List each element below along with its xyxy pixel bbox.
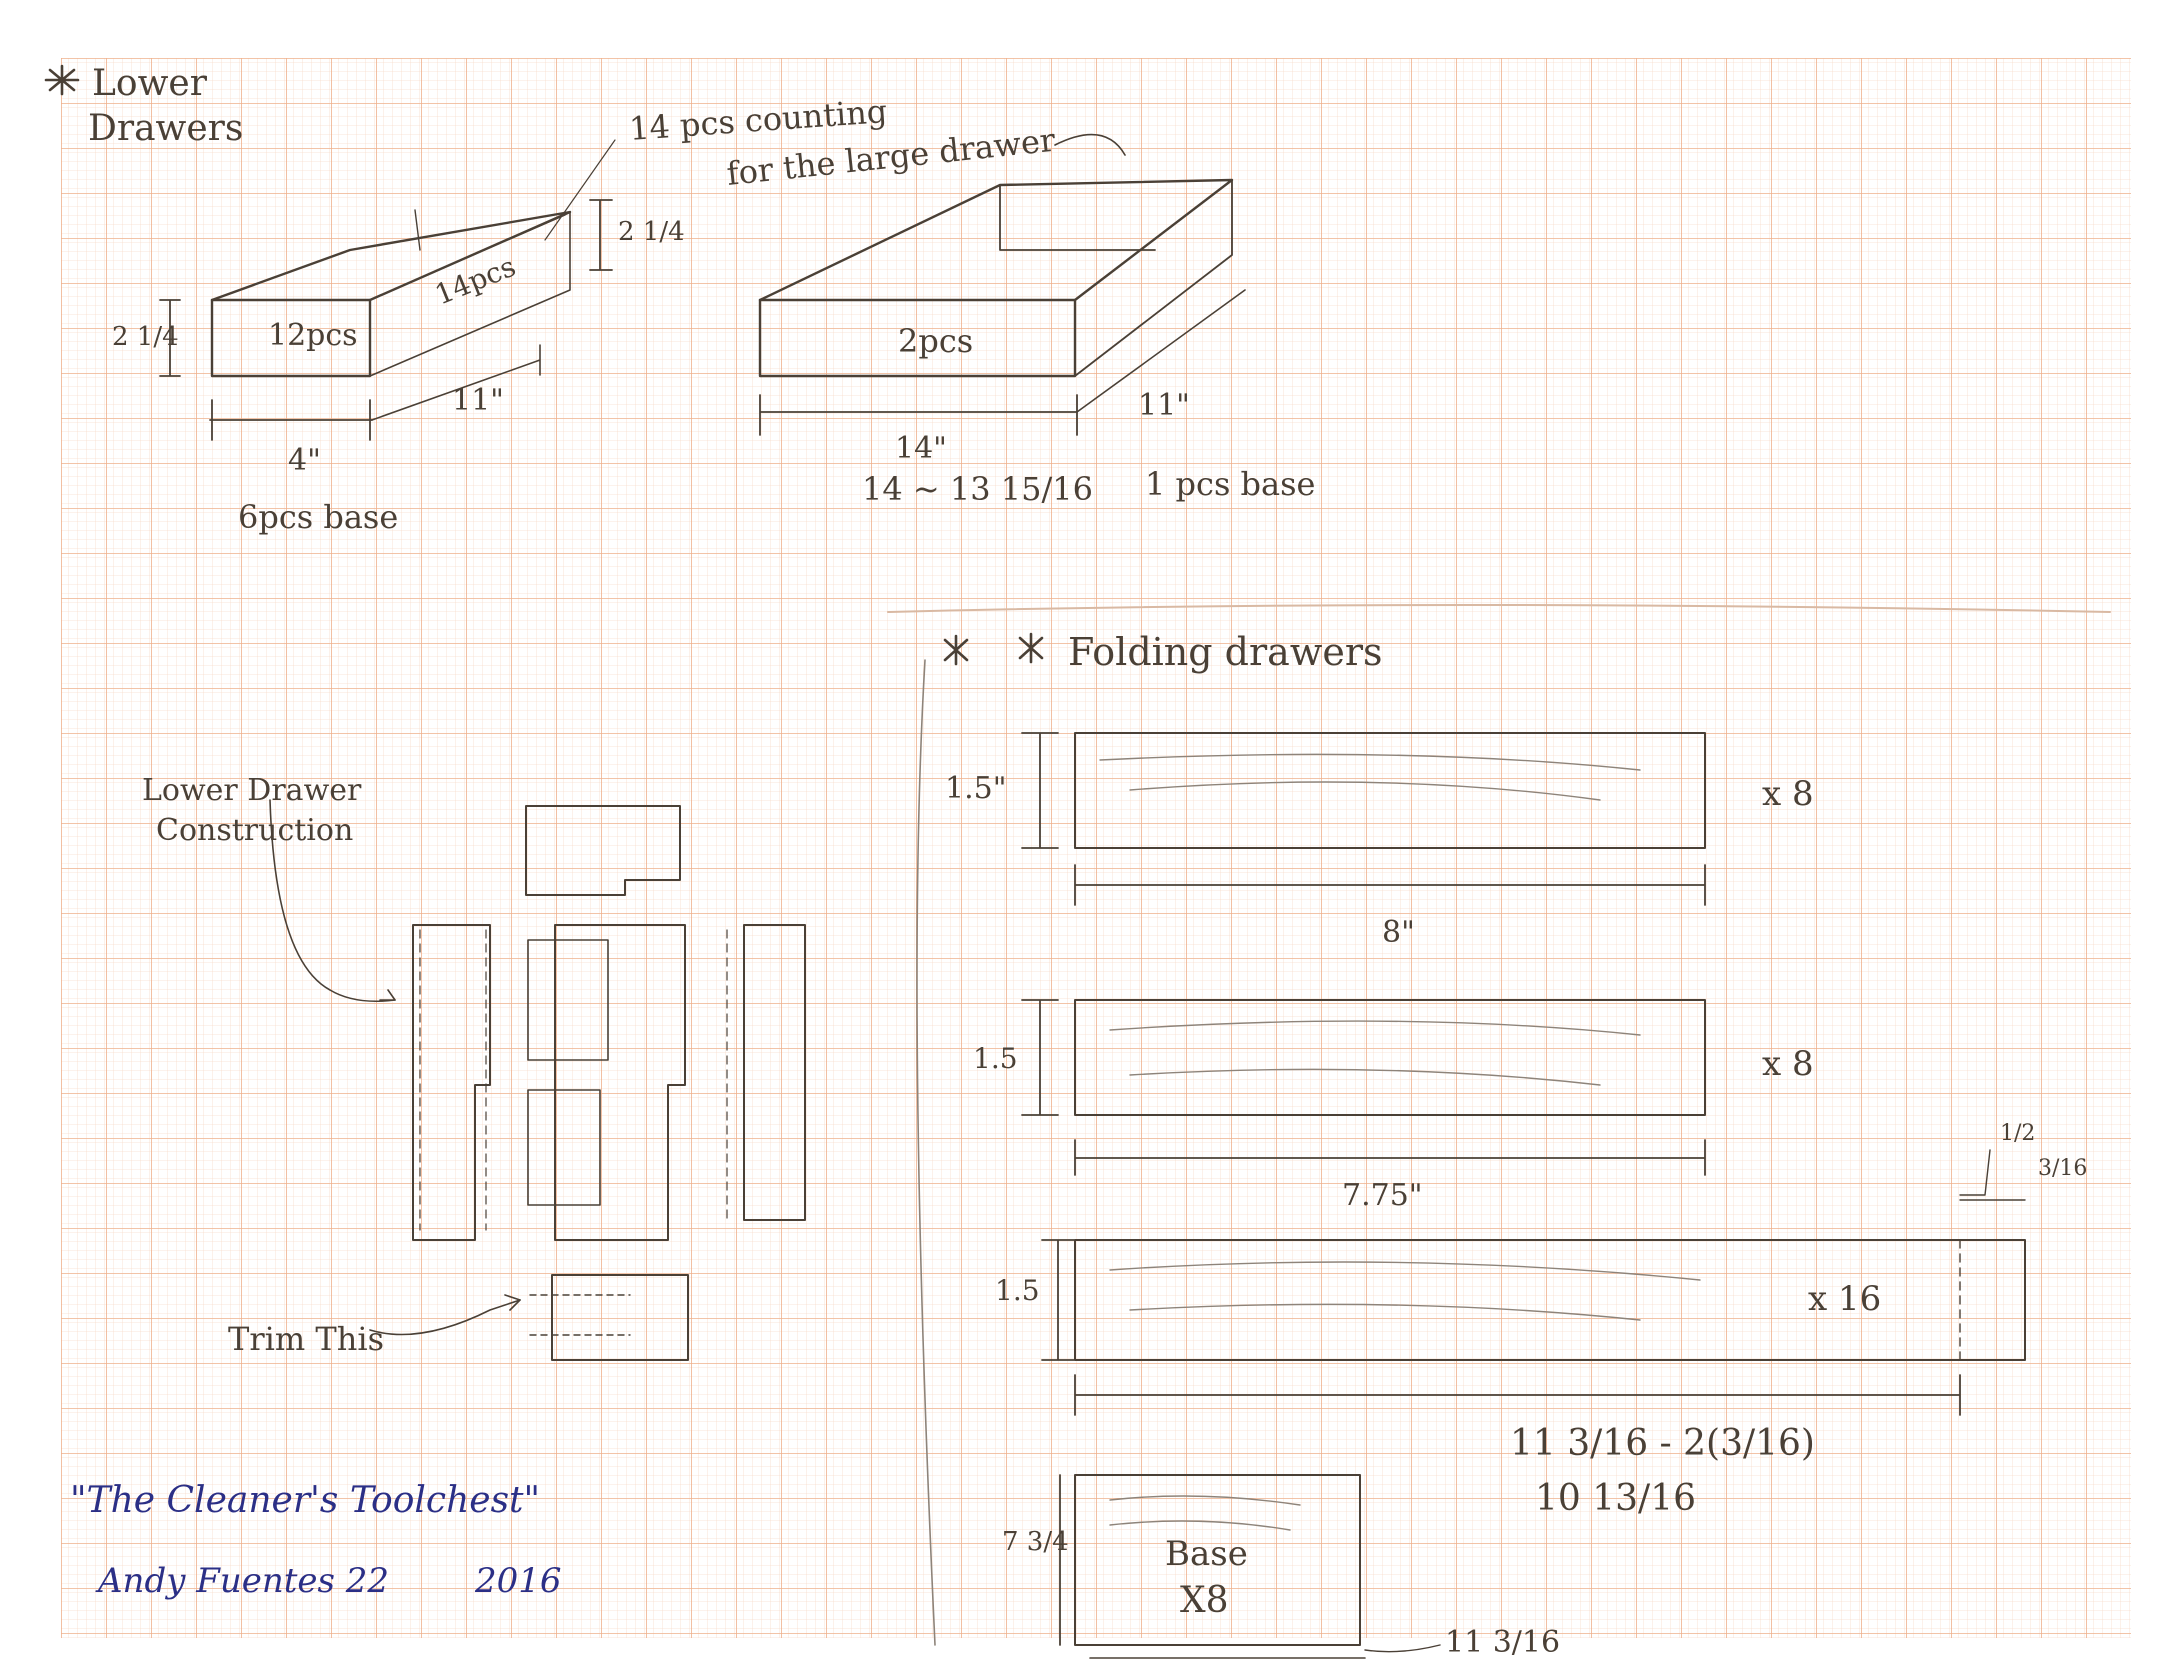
small-base-label: 6pcs base	[238, 498, 398, 536]
piece1-height-label: 1.5"	[945, 771, 1007, 806]
piece2-height-label: 1.5	[973, 1042, 1018, 1075]
construction-sketch	[269, 799, 806, 1361]
large-depth-label: 11"	[1138, 388, 1190, 423]
small-drawer-sketch	[159, 139, 616, 441]
piece3-tongue-width-label: 3/16	[2038, 1156, 2087, 1181]
piece2-qty-label: x 8	[1762, 1044, 1814, 1084]
base-length-label: 11 3/16	[1445, 1625, 1560, 1660]
piece3-length-label: 11 3/16 - 2(3/16)	[1510, 1423, 1815, 1464]
asterisk-icons	[44, 64, 1044, 666]
construction-label-line2: Construction	[156, 813, 353, 848]
piece1-length-label: 8"	[1382, 915, 1415, 950]
signature-author: Andy Fuentes 22	[95, 1561, 389, 1601]
small-side-height-label: 2 1/4	[618, 217, 685, 247]
trim-label: Trim This	[228, 1320, 384, 1358]
large-width-calc: 14 ~ 13 15/16	[862, 470, 1093, 508]
piece2-length-label: 7.75"	[1342, 1178, 1423, 1213]
lower-drawers-heading-line1: Lower	[92, 63, 208, 104]
signature-year: 2016	[474, 1561, 562, 1601]
piece1-qty-label: x 8	[1762, 774, 1814, 814]
signature-title: "The Cleaner's Toolchest"	[70, 1480, 540, 1521]
construction-label-line1: Lower Drawer	[142, 773, 362, 808]
base-height-label: 7 3/4	[1002, 1527, 1069, 1557]
base-label-line1: Base	[1165, 1534, 1248, 1574]
small-front-label: 12pcs	[268, 318, 358, 353]
small-width-label: 4"	[288, 443, 321, 478]
lower-drawers-heading-line2: Drawers	[88, 108, 243, 149]
small-height-label: 2 1/4	[112, 322, 179, 352]
large-drawer-sketch	[758, 133, 1246, 436]
piece3-qty-label: x 16	[1808, 1279, 1881, 1319]
large-base-label: 1 pcs base	[1145, 465, 1315, 503]
base-label-line2: X8	[1180, 1580, 1229, 1621]
folding-drawers-sketch	[887, 604, 2111, 1659]
piece3-result-label: 10 13/16	[1535, 1478, 1696, 1519]
folding-drawers-heading: Folding drawers	[1068, 630, 1383, 674]
large-width-label: 14"	[895, 431, 947, 466]
small-depth-label: 11"	[452, 383, 504, 418]
piece3-tongue-label: 1/2	[2000, 1121, 2035, 1146]
large-front-label: 2pcs	[898, 322, 973, 360]
piece3-height-label: 1.5	[995, 1274, 1040, 1307]
